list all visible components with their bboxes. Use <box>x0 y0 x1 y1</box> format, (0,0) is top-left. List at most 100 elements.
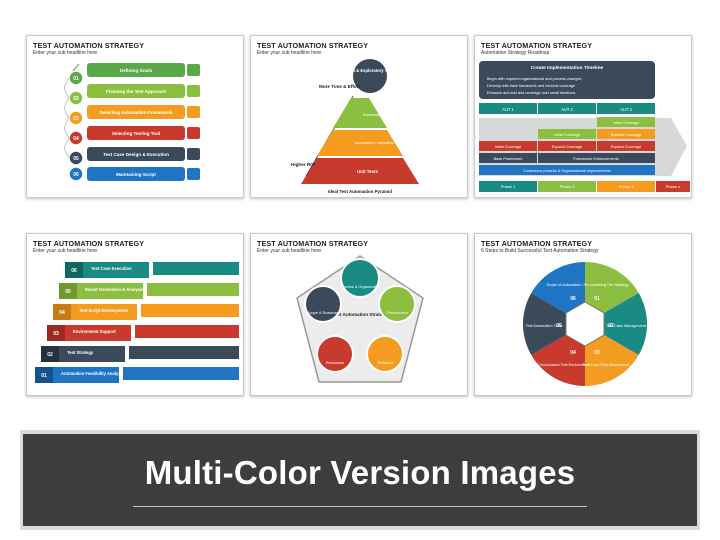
item-scope: Scope & Roadmap <box>304 285 342 323</box>
svg-text:03: 03 <box>594 350 600 356</box>
svg-text:Result Generation & Analysis: Result Generation & Analysis <box>85 287 144 292</box>
svg-text:Expand Coverage: Expand Coverage <box>552 145 582 149</box>
svg-text:Test Strategy: Test Strategy <box>67 350 94 355</box>
slide-subtitle: Automation Strategy Roadmap <box>481 50 550 56</box>
aut-2: AUT 2 <box>561 107 573 112</box>
banner: Multi-Color Version Images <box>23 434 697 526</box>
layer-2: Acceptance / Integration / Component Tes… <box>355 141 425 145</box>
phase-1: Phase 1 <box>501 184 516 189</box>
svg-text:Initial Coverage: Initial Coverage <box>613 121 639 125</box>
step-num: 03 <box>73 116 79 122</box>
stair-03: 03 Environment Support <box>47 325 239 341</box>
svg-text:Scope & Roadmap: Scope & Roadmap <box>307 311 339 315</box>
slide-title: TEST AUTOMATION STRATEGY <box>257 41 369 50</box>
banner-divider <box>133 506 587 507</box>
steps-diagram: 01 Defining Goals 02 Planning the Test A… <box>64 63 200 182</box>
svg-text:Technical: Technical <box>377 361 393 365</box>
svg-text:01: 01 <box>41 373 47 379</box>
slide-thumbnail-2[interactable]: TEST AUTOMATION STRATEGY Enter your sub … <box>250 35 468 198</box>
svg-text:02: 02 <box>608 323 614 329</box>
svg-text:Process & Organization: Process & Organization <box>340 285 380 289</box>
step-num: 06 <box>73 172 79 178</box>
bullet-1: Begin with required organizational and p… <box>487 77 581 81</box>
slide-thumbnail-3[interactable]: TEST AUTOMATION STRATEGY Automation Stra… <box>474 35 692 198</box>
phase-3: Phase 3 <box>619 184 634 189</box>
stair-01: 01 Automation Feasibility Analysis <box>35 367 239 383</box>
step-01: 01 Defining Goals <box>68 63 200 86</box>
step-label: Selecting Testing Tool <box>112 131 160 136</box>
svg-text:Continuous process & Organizat: Continuous process & Organizational Impr… <box>523 169 611 173</box>
slide-title: TEST AUTOMATION STRATEGY <box>33 239 145 248</box>
step-num: 05 <box>73 156 79 162</box>
step-03: 03 Selecting Automation Framework <box>68 105 200 126</box>
svg-text:Test Case Execution: Test Case Execution <box>91 266 132 271</box>
svg-text:Expand Coverage: Expand Coverage <box>611 133 641 137</box>
stair-02: 02 Test Strategy <box>41 346 239 362</box>
box-title: Create Implementation Timeline <box>531 65 604 71</box>
banner-title: Multi-Color Version Images <box>144 454 576 491</box>
svg-text:Resources: Resources <box>326 361 344 365</box>
slide-thumbnail-5[interactable]: TEST AUTOMATION STRATEGY Enter your sub … <box>250 233 468 396</box>
step-label: Selecting Automation Framework <box>100 110 173 115</box>
bullet-2: Develop with base framework and minimal … <box>487 84 575 88</box>
svg-text:02: 02 <box>47 352 53 358</box>
slide-title: TEST AUTOMATION STRATEGY <box>481 41 593 50</box>
step-num: 04 <box>73 136 79 142</box>
svg-text:06: 06 <box>71 268 77 274</box>
item-process: Process & Organization <box>340 258 380 298</box>
step-label: Defining Goals <box>120 68 153 73</box>
slide-title: TEST AUTOMATION STRATEGY <box>33 41 145 50</box>
pyramid-diagram: Manual & Exploratory Testing Automated G… <box>291 59 425 194</box>
pyramid-caption: Ideal Test Automation Pyramid <box>328 189 392 194</box>
aut-1: AUT 1 <box>502 107 514 112</box>
stair-04: 04 Test Script Development <box>53 304 239 320</box>
step-label: Planning the Test Approach <box>106 89 167 94</box>
step-num: 02 <box>73 96 79 102</box>
stair-06: 06 Test Case Execution <box>65 262 239 278</box>
svg-text:Cloud-based Test Environment: Cloud-based Test Environment <box>538 363 591 367</box>
svg-text:06: 06 <box>570 296 576 302</box>
top-label: Manual & Exploratory Testing <box>341 68 400 73</box>
step-label: Maintaining Script <box>116 172 156 177</box>
slide-thumbnail-1[interactable]: TEST AUTOMATION STRATEGY Enter your sub … <box>26 35 244 198</box>
svg-text:Test Case Management: Test Case Management <box>606 324 647 328</box>
slide-thumbnail-4[interactable]: TEST AUTOMATION STRATEGY Enter your sub … <box>26 233 244 396</box>
svg-text:03: 03 <box>53 331 59 337</box>
svg-text:Environment Support: Environment Support <box>73 329 116 334</box>
svg-text:04: 04 <box>59 310 65 316</box>
step-02: 02 Planning the Test Approach <box>68 84 200 106</box>
aut-3: AUT 3 <box>620 107 632 112</box>
svg-text:Initial Coverage: Initial Coverage <box>554 133 580 137</box>
slide-title: TEST AUTOMATION STRATEGY <box>481 239 593 248</box>
staircase-diagram: 06 Test Case Execution 05 Result Generat… <box>35 262 239 383</box>
svg-text:Environment: Environment <box>386 311 408 315</box>
svg-text:Expand Coverage: Expand Coverage <box>611 145 641 149</box>
item-technical: Technical <box>366 335 404 373</box>
roadmap-diagram: Create Implementation Timeline Begin wit… <box>479 61 690 192</box>
svg-text:Scope of Automation: Scope of Automation <box>546 283 581 287</box>
wheel-diagram: Re-modelling The Strategy Test Case Mana… <box>522 262 648 386</box>
phase-n: Phase n <box>666 184 681 189</box>
svg-text:Framework Enhancements: Framework Enhancements <box>573 157 618 161</box>
svg-text:05: 05 <box>556 323 562 329</box>
stair-05: 05 Result Generation & Analysis <box>59 283 239 299</box>
slide-thumbnail-6[interactable]: TEST AUTOMATION STRATEGY 6 Steps to Buil… <box>474 233 692 396</box>
slide-subtitle: 6 Steps to Build Successful Test Automat… <box>481 248 599 254</box>
step-05: 05 Test Case Design & Execution <box>68 147 200 166</box>
center-label: Test Automation Strategy <box>332 312 388 317</box>
slide-title: TEST AUTOMATION STRATEGY <box>257 239 369 248</box>
layer-3: Unit Tests <box>357 169 378 174</box>
svg-text:Test Script Development: Test Script Development <box>79 308 128 313</box>
step-num: 01 <box>73 76 79 82</box>
item-environment: Environment <box>378 285 416 323</box>
svg-text:Base Framework: Base Framework <box>494 157 523 161</box>
slide-subtitle: Enter your sub headline here <box>33 50 98 56</box>
svg-text:Automation Feasibility Analysi: Automation Feasibility Analysis <box>61 371 125 376</box>
left-bottom-label: Higher ROI <box>291 162 315 167</box>
svg-text:Test Case Risk Assessment: Test Case Risk Assessment <box>583 363 631 367</box>
svg-text:05: 05 <box>65 289 71 295</box>
step-06: 06 Maintaining Script <box>68 166 200 182</box>
bullet-3: Enhance and add test coverage over small… <box>487 91 576 95</box>
slide-subtitle: Enter your sub headline here <box>257 248 322 254</box>
